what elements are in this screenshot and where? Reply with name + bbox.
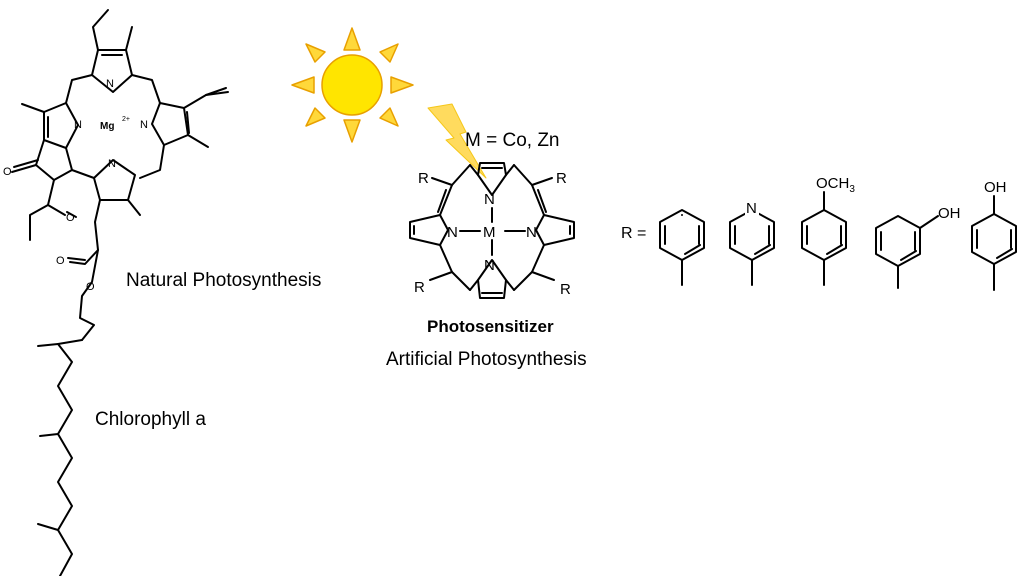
substituent-methoxyphenyl: OCH3 xyxy=(801,175,855,286)
porph-r-top-right: R xyxy=(556,170,567,187)
porph-r-bottom-left: R xyxy=(414,279,425,296)
natural-photosynthesis-label: Natural Photosynthesis xyxy=(126,270,322,291)
chl-o-ester2: O xyxy=(56,255,65,267)
chl-n-top: N xyxy=(106,78,114,90)
chl-o-ester: O xyxy=(66,212,75,224)
porph-r-top-left: R xyxy=(418,170,429,187)
substituent-pyridyl: N xyxy=(729,199,775,286)
r-equals-label: R = xyxy=(621,225,647,242)
methoxy-label: OCH3 xyxy=(816,175,855,195)
chl-o-ketone: O xyxy=(3,166,12,178)
chl-o-link: O xyxy=(86,281,95,293)
chl-n-bottom: N xyxy=(108,158,116,170)
chlorophyll-a-label: Chlorophyll a xyxy=(95,409,206,430)
porphyrin-structure: N N N N M R R R R xyxy=(409,162,575,299)
substituent-meta-hydroxyphenyl: OH xyxy=(875,205,961,289)
porph-n-right: N xyxy=(526,224,537,241)
porph-n-bottom: N xyxy=(484,257,495,274)
chl-mg: Mg xyxy=(100,121,114,132)
porph-metal: M xyxy=(483,224,496,241)
substituent-para-hydroxyphenyl: OH xyxy=(971,179,1017,291)
photosensitizer-label: Photosensitizer xyxy=(427,317,554,336)
para-oh-label: OH xyxy=(984,179,1007,196)
meta-oh-label: OH xyxy=(938,205,961,222)
substituent-phenyl xyxy=(659,209,705,286)
porph-n-top: N xyxy=(484,191,495,208)
chl-n-right: N xyxy=(140,119,148,131)
chl-mg-charge: 2+ xyxy=(122,116,130,123)
lightning-bolt-icon xyxy=(427,103,487,179)
sun-icon xyxy=(291,27,414,143)
porph-n-left: N xyxy=(447,224,458,241)
chl-n-left: N xyxy=(74,119,82,131)
pyridyl-n: N xyxy=(746,200,757,217)
metal-label: M = Co, Zn xyxy=(465,130,560,151)
artificial-photosynthesis-label: Artificial Photosynthesis xyxy=(386,349,587,370)
porph-r-bottom-right: R xyxy=(560,281,571,298)
chlorophyll-a-structure: N N N N Mg 2+ O O O O xyxy=(3,9,229,577)
